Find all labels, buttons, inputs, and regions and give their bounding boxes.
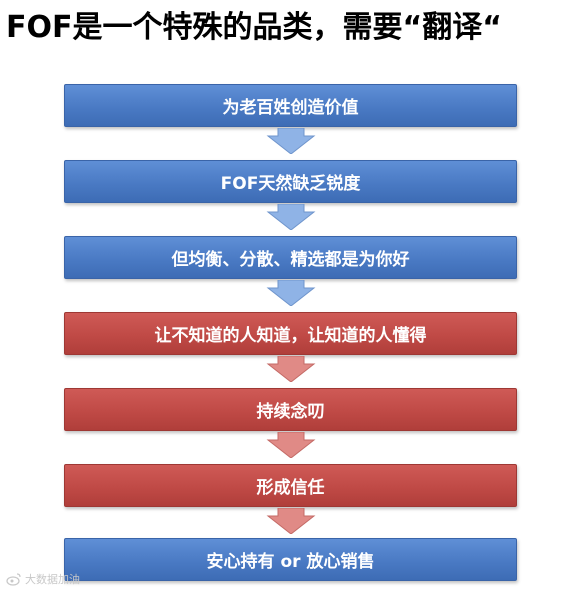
page-title: FOF是一个特殊的品类，需要“翻译“ xyxy=(6,10,502,45)
flow-step-1-label: 为老百姓创造价值 xyxy=(222,98,359,118)
flow-step-7: 安心持有 or 放心销售 xyxy=(64,538,517,581)
flow-step-3: 但均衡、分散、精选都是为你好 xyxy=(64,236,517,279)
down-arrow-4 xyxy=(266,356,316,382)
down-arrow-2 xyxy=(266,204,316,230)
flow-step-1: 为老百姓创造价值 xyxy=(64,84,517,127)
flow-step-7-label: 安心持有 or 放心销售 xyxy=(206,552,375,572)
watermark: 大数据加油 xyxy=(6,570,80,588)
flow-step-2-label: FOF天然缺乏锐度 xyxy=(220,174,361,194)
flow-step-5: 持续念叨 xyxy=(64,388,517,431)
flow-step-6-label: 形成信任 xyxy=(256,478,325,498)
watermark-text: 大数据加油 xyxy=(25,573,80,586)
down-arrow-6 xyxy=(266,508,316,534)
flow-step-5-label: 持续念叨 xyxy=(256,402,325,422)
down-arrow-3 xyxy=(266,280,316,306)
flow-step-4: 让不知道的人知道，让知道的人懂得 xyxy=(64,312,517,355)
down-arrow-1 xyxy=(266,128,316,154)
weibo-icon xyxy=(6,573,21,586)
flow-step-6: 形成信任 xyxy=(64,464,517,507)
flow-step-2: FOF天然缺乏锐度 xyxy=(64,160,517,203)
flow-step-3-label: 但均衡、分散、精选都是为你好 xyxy=(171,250,410,270)
down-arrow-5 xyxy=(266,432,316,458)
flow-step-4-label: 让不知道的人知道，让知道的人懂得 xyxy=(154,326,427,346)
